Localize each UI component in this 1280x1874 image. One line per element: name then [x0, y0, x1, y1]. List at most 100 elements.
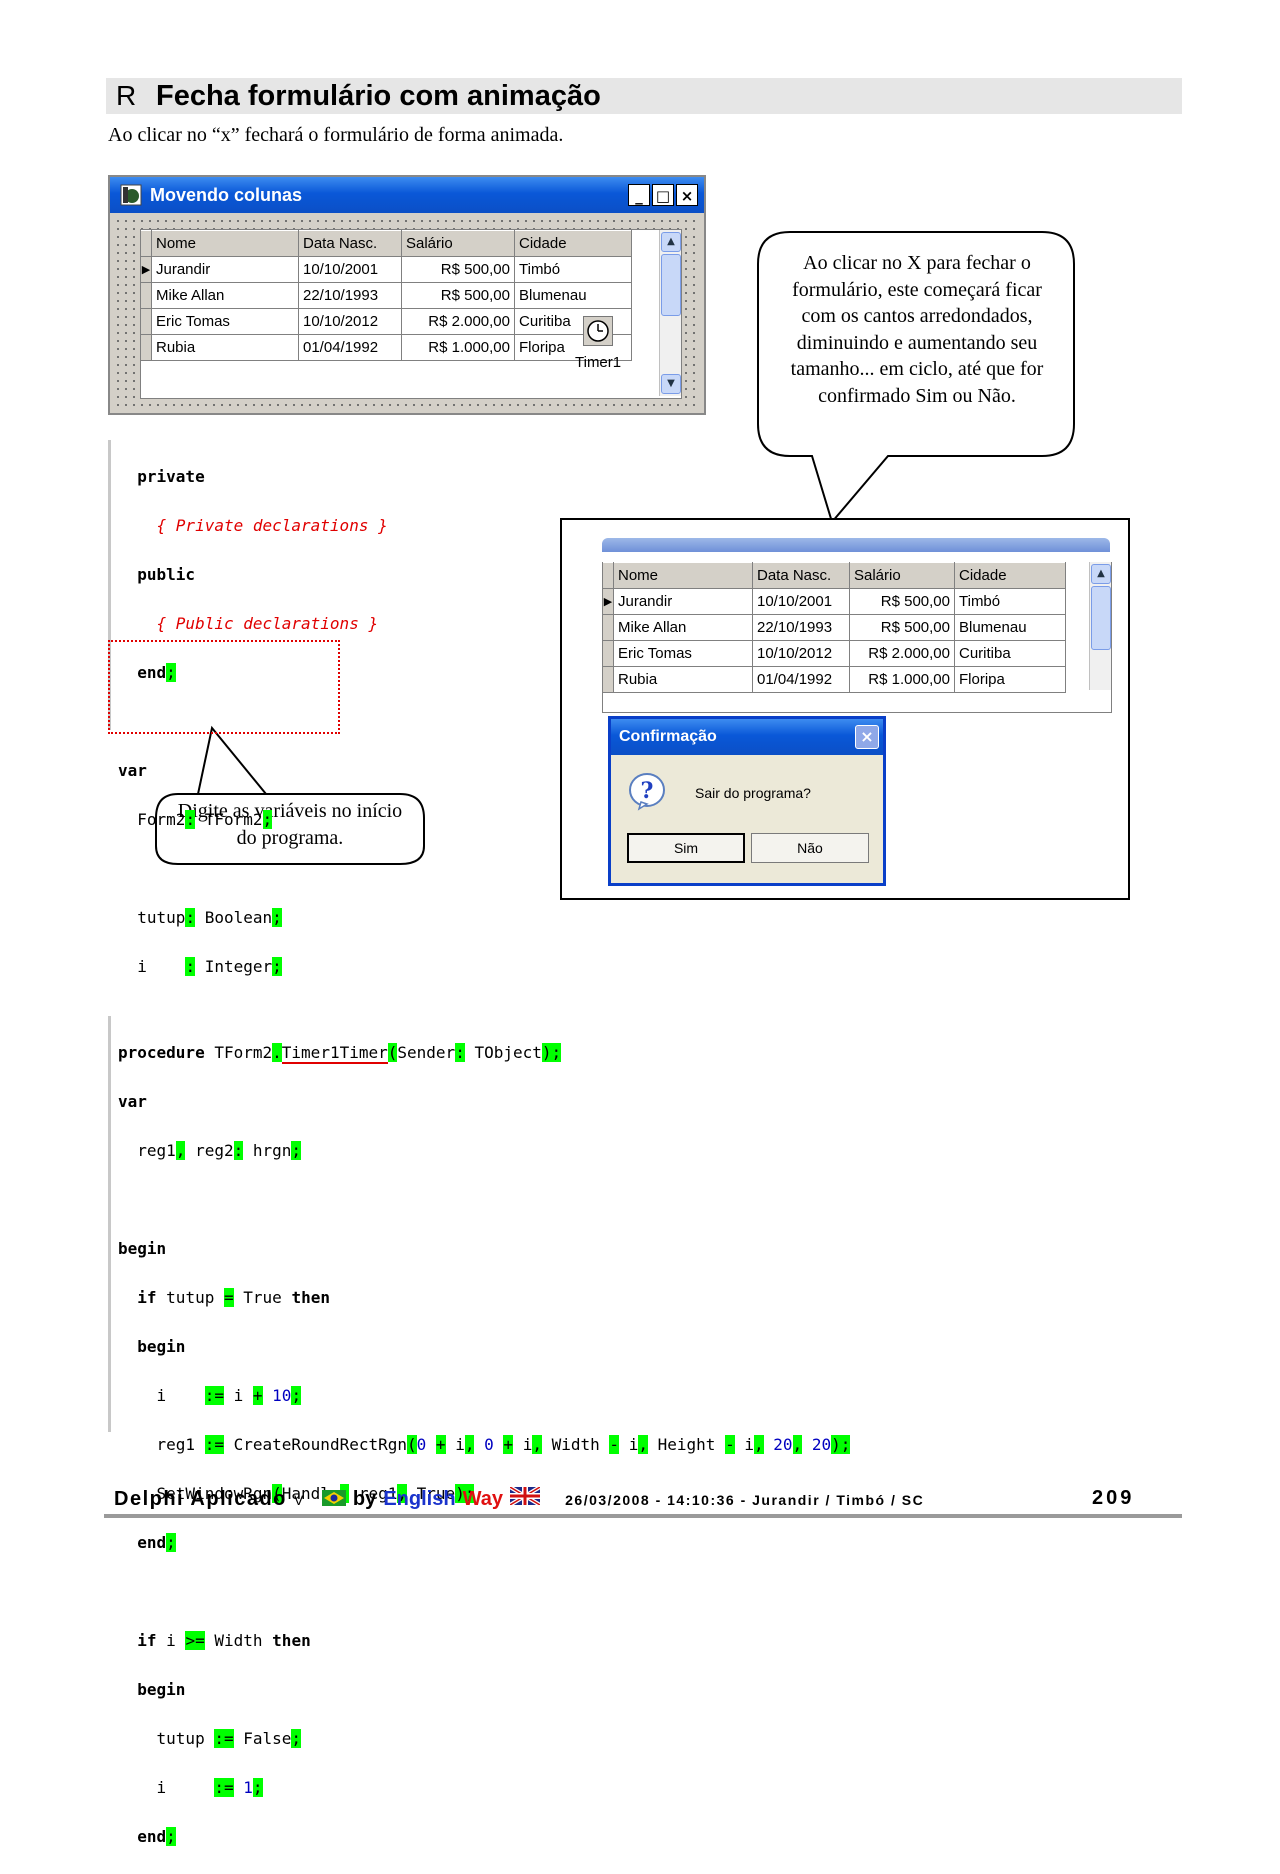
grid-cell[interactable]: Timbó [514, 256, 632, 283]
confirm-dialog-titlebar[interactable]: Confirmação × [611, 719, 883, 755]
grid-cell[interactable]: R$ 500,00 [401, 282, 515, 309]
grid-cell[interactable]: Jurandir [151, 256, 299, 283]
maximize-button[interactable]: □ [652, 184, 674, 206]
no-button[interactable]: Não [751, 833, 869, 863]
grid-vertical-scrollbar[interactable]: ▲ [1089, 562, 1111, 690]
grid-cell[interactable]: 10/10/2001 [752, 588, 850, 615]
code-line [118, 857, 388, 882]
code-line: tutup := False; [156, 1728, 302, 1748]
delphi-app-icon [120, 184, 142, 206]
row-indicator [603, 666, 614, 693]
screenshot-frame: Nome Data Nasc. Salário Cidade ▶ Jurandi… [560, 518, 1130, 900]
grid-cell[interactable]: Curitiba [954, 640, 1066, 667]
grid-cell[interactable]: Jurandir [613, 588, 753, 615]
grid-column-header[interactable]: Cidade [954, 562, 1066, 589]
grid-cell[interactable]: 22/10/1993 [752, 614, 850, 641]
grid-column-header[interactable]: Data Nasc. [298, 230, 402, 257]
grid-cell[interactable]: Floripa [954, 666, 1066, 693]
grid-column-header[interactable]: Salário [849, 562, 955, 589]
footer-brand: Delphi Aplicado [114, 1488, 287, 1510]
grid-cell[interactable]: 01/04/1992 [752, 666, 850, 693]
form-window-titlebar[interactable]: Movendo colunas _ □ × [110, 177, 704, 213]
table-row[interactable]: Eric Tomas 10/10/2012 R$ 2.000,00 Curiti… [141, 308, 632, 335]
confirm-dialog-message: Sair do programa? [695, 785, 811, 801]
grid-cell[interactable]: Eric Tomas [613, 640, 753, 667]
code-line: { Private declarations } [156, 515, 388, 535]
footer-english: English [383, 1488, 456, 1510]
grid-cell[interactable]: Rubia [613, 666, 753, 693]
clock-icon [587, 320, 609, 342]
form-window-title: Movendo colunas [150, 185, 303, 205]
animated-form-titlebar [602, 538, 1110, 552]
code-line: i := 1; [156, 1777, 263, 1797]
code-line: var [118, 1091, 147, 1111]
callout-left-text: Digite as variáveis no início do program… [177, 800, 403, 849]
grid-cell[interactable]: 22/10/1993 [298, 282, 402, 309]
code-line: var [118, 760, 147, 780]
dialog-close-button[interactable]: × [855, 725, 879, 749]
grid-indicator-header [603, 562, 614, 589]
code-line: end; [137, 662, 176, 682]
grid-cell[interactable]: 10/10/2012 [298, 308, 402, 335]
grid-cell[interactable]: R$ 1.000,00 [849, 666, 955, 693]
footer-by: by [352, 1488, 377, 1510]
grid-column-header[interactable]: Data Nasc. [752, 562, 850, 589]
grid-column-header[interactable]: Cidade [514, 230, 632, 257]
table-row[interactable]: ▶ Jurandir 10/10/2001 R$ 500,00 Timbó [603, 588, 1066, 615]
row-indicator [603, 640, 614, 667]
scroll-up-icon[interactable]: ▲ [661, 232, 681, 252]
code-line: if i >= Width then [137, 1630, 311, 1650]
minimize-button[interactable]: _ [628, 184, 650, 206]
table-row[interactable]: Mike Allan 22/10/1993 R$ 500,00 Blumenau [603, 614, 1066, 641]
grid-cell[interactable]: 10/10/2012 [752, 640, 850, 667]
table-row[interactable]: Rubia 01/04/1992 R$ 1.000,00 Floripa [141, 334, 632, 361]
grid-cell[interactable]: Blumenau [514, 282, 632, 309]
grid-cell[interactable]: Floripa [514, 334, 632, 361]
grid-cell[interactable]: Mike Allan [613, 614, 753, 641]
scroll-up-icon[interactable]: ▲ [1091, 564, 1111, 584]
grid-cell[interactable]: R$ 500,00 [849, 588, 955, 615]
code-line: begin [137, 1336, 186, 1356]
grid-cell[interactable]: R$ 500,00 [401, 256, 515, 283]
scroll-thumb[interactable] [1091, 586, 1111, 650]
grid-cell[interactable]: Mike Allan [151, 282, 299, 309]
code-line: procedure TForm2.Timer1Timer(Sender: TOb… [118, 1042, 562, 1064]
close-button[interactable]: × [676, 184, 698, 206]
grid-cell[interactable]: Eric Tomas [151, 308, 299, 335]
grid-vertical-scrollbar[interactable]: ▲ ▼ [659, 230, 681, 396]
footer-way: Way [462, 1488, 504, 1510]
grid-header-row: Nome Data Nasc. Salário Cidade [603, 562, 1066, 589]
grid-cell[interactable]: Timbó [954, 588, 1066, 615]
grid-column-header[interactable]: Nome [613, 562, 753, 589]
section-glyph: R [116, 80, 137, 111]
grid-column-header[interactable]: Salário [401, 230, 515, 257]
scroll-thumb[interactable] [661, 254, 681, 316]
dbgrid[interactable]: Nome Data Nasc. Salário Cidade ▶ Jurandi… [140, 229, 682, 399]
grid-cell[interactable]: Rubia [151, 334, 299, 361]
grid-cell[interactable]: R$ 2.000,00 [849, 640, 955, 667]
table-row[interactable]: Eric Tomas 10/10/2012 R$ 2.000,00 Curiti… [603, 640, 1066, 667]
code-line: public [137, 564, 196, 584]
table-row[interactable]: Rubia 01/04/1992 R$ 1.000,00 Floripa [603, 666, 1066, 693]
animated-form-grid[interactable]: Nome Data Nasc. Salário Cidade ▶ Jurandi… [602, 562, 1112, 713]
grid-cell[interactable]: R$ 2.000,00 [401, 308, 515, 335]
section-title: Fecha formulário com animação [156, 80, 601, 112]
row-indicator-icon: ▶ [141, 256, 152, 283]
grid-table: Nome Data Nasc. Salário Cidade ▶ Jurandi… [603, 562, 1066, 693]
grid-cell[interactable]: R$ 1.000,00 [401, 334, 515, 361]
confirm-dialog-title: Confirmação [619, 728, 717, 745]
grid-cell[interactable]: 01/04/1992 [298, 334, 402, 361]
code-line: end; [137, 1532, 176, 1552]
uk-flag-icon [509, 1485, 542, 1507]
svg-text:?: ? [641, 778, 654, 804]
brazil-flag-icon [321, 1490, 346, 1506]
yes-button[interactable]: Sim [627, 833, 745, 863]
table-row[interactable]: ▶ Jurandir 10/10/2001 R$ 500,00 Timbó [141, 256, 632, 283]
grid-cell[interactable]: R$ 500,00 [849, 614, 955, 641]
grid-cell[interactable]: Blumenau [954, 614, 1066, 641]
timer-component[interactable] [583, 316, 613, 346]
scroll-down-icon[interactable]: ▼ [661, 374, 681, 394]
table-row[interactable]: Mike Allan 22/10/1993 R$ 500,00 Blumenau [141, 282, 632, 309]
grid-column-header[interactable]: Nome [151, 230, 299, 257]
grid-cell[interactable]: 10/10/2001 [298, 256, 402, 283]
